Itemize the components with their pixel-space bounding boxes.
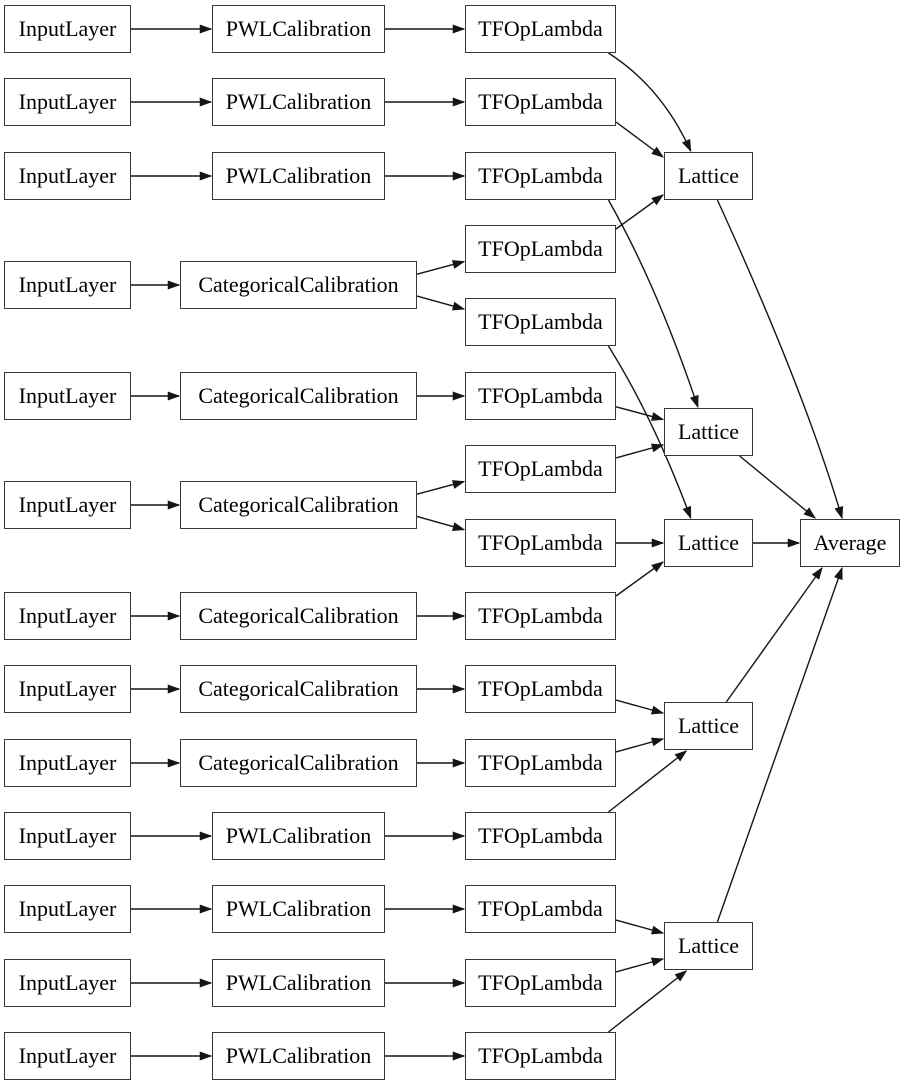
- node-in6: InputLayer: [4, 481, 131, 529]
- edge-lat5-avg: [716, 566, 843, 923]
- node-in10: InputLayer: [4, 812, 131, 860]
- edge-t13-lat5: [615, 919, 665, 935]
- edge-cat1-t5: [416, 295, 466, 311]
- node-pwl7: PWLCalibration: [212, 1032, 385, 1080]
- node-t7: TFOpLambda: [465, 445, 616, 493]
- node-in2: InputLayer: [4, 78, 131, 126]
- node-lat4: Lattice: [664, 702, 753, 750]
- edge-t6-lat2: [615, 406, 665, 421]
- node-lat5: Lattice: [664, 922, 753, 970]
- node-pwl5: PWLCalibration: [212, 885, 385, 933]
- node-in9: InputLayer: [4, 739, 131, 787]
- node-t2: TFOpLambda: [465, 78, 616, 126]
- node-t9: TFOpLambda: [465, 592, 616, 640]
- node-t1: TFOpLambda: [465, 5, 616, 53]
- edge-lat1-avg: [716, 199, 844, 520]
- node-in4: InputLayer: [4, 261, 131, 309]
- node-in1: InputLayer: [4, 5, 131, 53]
- node-in5: InputLayer: [4, 372, 131, 420]
- node-t3: TFOpLambda: [465, 152, 616, 200]
- node-t14: TFOpLambda: [465, 959, 616, 1007]
- edge-t11-lat4: [615, 737, 665, 753]
- node-in13: InputLayer: [4, 1032, 131, 1080]
- node-cat4: CategoricalCalibration: [180, 592, 417, 640]
- node-t15: TFOpLambda: [465, 1032, 616, 1080]
- edge-cat1-t4: [416, 260, 466, 275]
- node-cat6: CategoricalCalibration: [180, 739, 417, 787]
- edge-t4-lat1: [615, 194, 665, 230]
- edge-t12-lat4: [608, 750, 688, 813]
- edge-cat3-t8: [416, 515, 466, 531]
- edge-lat2-avg: [739, 455, 816, 519]
- edge-t3-lat2: [607, 199, 699, 409]
- node-t12: TFOpLambda: [465, 812, 616, 860]
- edge-t10-lat4: [615, 699, 665, 715]
- node-cat1: CategoricalCalibration: [180, 261, 417, 309]
- edge-lat4-avg: [725, 566, 823, 703]
- node-t5: TFOpLambda: [465, 298, 616, 346]
- edge-t14-lat5: [615, 957, 665, 973]
- edge-t9-lat3: [615, 561, 665, 597]
- node-t6: TFOpLambda: [465, 372, 616, 420]
- node-t13: TFOpLambda: [465, 885, 616, 933]
- node-pwl1: PWLCalibration: [212, 5, 385, 53]
- node-t11: TFOpLambda: [465, 739, 616, 787]
- node-lat3: Lattice: [664, 519, 753, 567]
- edge-t5-lat3: [607, 345, 692, 520]
- node-in8: InputLayer: [4, 665, 131, 713]
- edge-t7-lat2: [615, 443, 665, 459]
- node-lat2: Lattice: [664, 408, 753, 456]
- node-in12: InputLayer: [4, 959, 131, 1007]
- node-cat3: CategoricalCalibration: [180, 481, 417, 529]
- node-in3: InputLayer: [4, 152, 131, 200]
- node-t10: TFOpLambda: [465, 665, 616, 713]
- node-t4: TFOpLambda: [465, 225, 616, 273]
- node-pwl6: PWLCalibration: [212, 959, 385, 1007]
- edge-t2-lat1: [615, 121, 665, 158]
- edge-cat3-t7: [416, 480, 466, 495]
- edge-t15-lat5: [608, 970, 688, 1033]
- node-in11: InputLayer: [4, 885, 131, 933]
- node-lat1: Lattice: [664, 152, 753, 200]
- edge-t1-lat1: [608, 52, 692, 153]
- node-pwl2: PWLCalibration: [212, 78, 385, 126]
- node-t8: TFOpLambda: [465, 519, 616, 567]
- node-pwl4: PWLCalibration: [212, 812, 385, 860]
- node-in7: InputLayer: [4, 592, 131, 640]
- node-cat5: CategoricalCalibration: [180, 665, 417, 713]
- node-pwl3: PWLCalibration: [212, 152, 385, 200]
- node-cat2: CategoricalCalibration: [180, 372, 417, 420]
- node-avg: Average: [800, 519, 900, 567]
